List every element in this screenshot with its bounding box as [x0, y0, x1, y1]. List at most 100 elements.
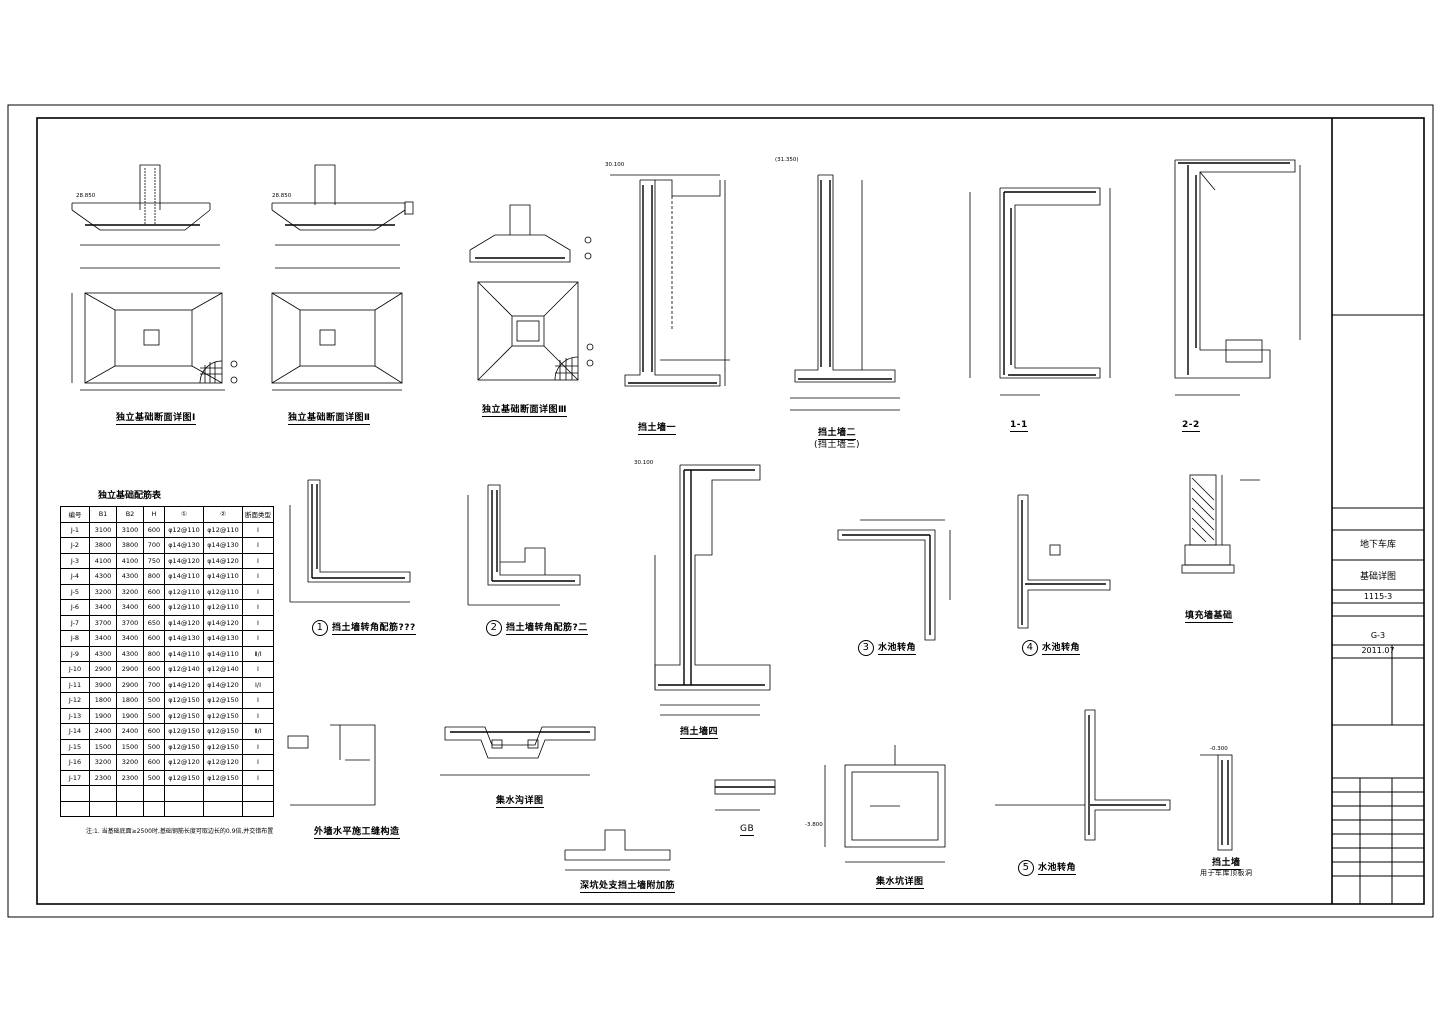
table-cell: 500	[143, 692, 165, 709]
table-cell: φ12@150	[203, 769, 243, 786]
table-cell	[60, 800, 90, 817]
detail-3-drawing	[837, 519, 951, 641]
table-cell: 3700	[89, 614, 117, 631]
table-cell: φ12@150	[164, 723, 204, 740]
table-cell: 600	[143, 661, 165, 678]
table-cell	[203, 785, 243, 802]
table-cell: 3200	[89, 754, 117, 771]
caption-retaining-wall-2: 挡土墙二	[818, 425, 857, 440]
title-date: 2011.07	[1361, 646, 1395, 655]
detail-4-drawing	[1017, 494, 1111, 629]
caption-pit: 集水坑详图	[876, 874, 924, 889]
section-1-1-drawing	[969, 187, 1111, 396]
table-cell: 1500	[89, 738, 117, 755]
col-header: 编号	[60, 506, 90, 523]
caption-retaining-wall-4: 挡土墙四	[680, 724, 719, 739]
beam-detail-drawing	[564, 829, 671, 871]
table-cell: Ⅰ	[242, 583, 274, 600]
table-cell: Ⅰ	[242, 754, 274, 771]
table-cell: J-14	[60, 723, 90, 740]
table-cell: 500	[143, 707, 165, 724]
table-cell: J-10	[60, 661, 90, 678]
table-cell: 2400	[116, 723, 144, 740]
table-cell: φ12@150	[164, 707, 204, 724]
outer-border	[7, 104, 1434, 918]
elevation-3: 30.100	[605, 162, 625, 168]
table-cell: 2900	[116, 661, 144, 678]
col-header: 断面类型	[242, 506, 274, 523]
table-cell: 2900	[89, 661, 117, 678]
table-cell: Ⅱ/Ⅰ	[242, 645, 274, 662]
table-cell: Ⅰ	[242, 630, 274, 647]
caption-fill-wall: 填充墙基础	[1185, 608, 1233, 623]
table-cell: 3200	[116, 583, 144, 600]
detail-number-4: 4	[1022, 640, 1038, 656]
table-cell: φ14@120	[164, 614, 204, 631]
table-cell: J-12	[60, 692, 90, 709]
table-cell: 500	[143, 769, 165, 786]
table-row-empty	[60, 800, 274, 817]
table-cell: 700	[143, 537, 165, 554]
detail-5-drawing	[995, 709, 1171, 841]
caption-retaining-wall-1: 挡土墙一	[638, 420, 677, 435]
title-drawing-no: G-3	[1370, 631, 1386, 640]
caption-section-1-1: 1-1	[1010, 420, 1028, 432]
elevation-4: (31.350)	[775, 157, 799, 163]
schedule-note: 注:1. 当基础底面≥2500时,基础钢筋长度可取边长的0.9倍,并交错布置	[86, 828, 274, 835]
table-cell: φ14@130	[164, 537, 204, 554]
caption-retaining-wall-2-sub: (挡土墙三)	[814, 440, 861, 450]
table-cell: 3100	[89, 521, 117, 538]
table-cell: 650	[143, 614, 165, 631]
caption-section-2-2: 2-2	[1182, 420, 1200, 432]
table-cell: 2300	[89, 769, 117, 786]
table-cell: Ⅰ	[242, 707, 274, 724]
table-cell: 3400	[116, 630, 144, 647]
detail-number-2: 2	[486, 620, 502, 636]
title-block-lines	[1331, 118, 1424, 904]
table-cell: 2900	[116, 676, 144, 693]
table-cell: Ⅰ	[242, 552, 274, 569]
table-cell: 4100	[116, 552, 144, 569]
detail-3-label: 水池转角	[878, 643, 917, 655]
sump-drawing	[440, 726, 596, 776]
table-cell: J-4	[60, 568, 90, 585]
table-cell	[89, 800, 117, 817]
table-cell: φ14@120	[164, 552, 204, 569]
table-cell: φ12@110	[203, 583, 243, 600]
col-header: ①	[164, 506, 204, 523]
table-cell: 1500	[116, 738, 144, 755]
table-cell: φ12@150	[203, 723, 243, 740]
table-cell: φ12@150	[203, 738, 243, 755]
table-cell: J-17	[60, 769, 90, 786]
table-cell: φ12@110	[203, 599, 243, 616]
ext-wall-joint-drawing	[287, 724, 376, 806]
inner-border	[36, 117, 1425, 905]
table-cell: Ⅰ/Ⅰ	[242, 676, 274, 693]
table-cell	[89, 785, 117, 802]
table-cell: J-8	[60, 630, 90, 647]
table-cell: φ12@150	[164, 769, 204, 786]
table-cell: 600	[143, 723, 165, 740]
table-cell	[116, 785, 144, 802]
col-header: ②	[203, 506, 243, 523]
table-cell: J-5	[60, 583, 90, 600]
table-cell: J-3	[60, 552, 90, 569]
table-cell: 600	[143, 754, 165, 771]
table-cell: J-15	[60, 738, 90, 755]
table-cell: φ14@120	[203, 614, 243, 631]
table-cell: 1900	[89, 707, 117, 724]
table-cell: 4300	[116, 645, 144, 662]
table-cell: 3200	[116, 754, 144, 771]
table-cell: 3700	[116, 614, 144, 631]
col-header: B2	[116, 506, 144, 523]
